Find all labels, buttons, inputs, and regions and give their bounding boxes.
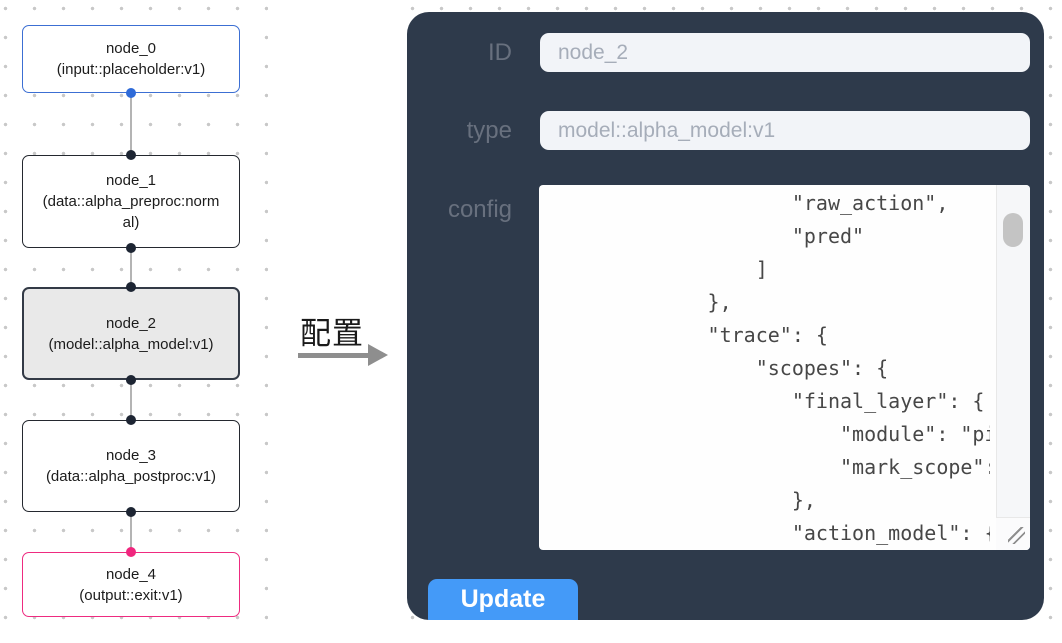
- right-arrow-head-icon: [368, 344, 388, 366]
- type-field-label: type: [466, 117, 512, 144]
- id-field-label: ID: [488, 39, 512, 66]
- node-type: (output::exit:v1): [79, 586, 183, 604]
- port-node2-input[interactable]: [126, 282, 136, 292]
- config-json-text[interactable]: "raw_action", "pred" ] }, "trace": { "sc…: [707, 191, 990, 545]
- port-node2-output[interactable]: [126, 375, 136, 385]
- node-type: (input::placeholder:v1): [56, 61, 206, 78]
- graph-node-0[interactable]: node_0 (input::placeholder:v1): [22, 25, 240, 93]
- node-id: node_2: [105, 314, 157, 332]
- edge-node1-node2: [130, 248, 132, 287]
- node-id: node_4: [105, 565, 157, 583]
- port-node4-input[interactable]: [126, 547, 136, 557]
- port-node0-output[interactable]: [126, 88, 136, 98]
- node-config-panel: ID type config "raw_action", "pred" ] },…: [407, 12, 1044, 620]
- graph-node-4[interactable]: node_4 (output::exit:v1): [22, 552, 240, 617]
- id-input[interactable]: [540, 33, 1030, 72]
- node-label: node_2 (model::alpha_model:v1): [40, 313, 222, 355]
- type-input[interactable]: [540, 111, 1030, 150]
- node-label: node_0 (input::placeholder:v1): [40, 38, 222, 80]
- config-textarea[interactable]: "raw_action", "pred" ] }, "trace": { "sc…: [539, 185, 1030, 550]
- node-type: (data::alpha_postproc:v1): [45, 468, 217, 485]
- node-label: node_3 (data::alpha_postproc:v1): [40, 445, 222, 487]
- edge-node2-node3: [130, 380, 132, 420]
- config-field-label: config: [447, 196, 512, 223]
- graph-node-2-selected[interactable]: node_2 (model::alpha_model:v1): [22, 287, 240, 380]
- configure-label: 配置: [300, 316, 364, 351]
- node-id: node_0: [105, 40, 157, 57]
- config-scrollbar[interactable]: [996, 185, 1030, 550]
- scrollbar-thumb[interactable]: [1003, 213, 1023, 247]
- graph-canvas[interactable]: node_0 (input::placeholder:v1) node_1 (d…: [0, 0, 268, 643]
- port-node1-output[interactable]: [126, 243, 136, 253]
- node-label: node_4 (output::exit:v1): [40, 564, 222, 606]
- update-button[interactable]: Update: [428, 579, 578, 620]
- node-type: (data::alpha_preproc:normal): [42, 193, 220, 231]
- port-node3-output[interactable]: [126, 507, 136, 517]
- port-node3-input[interactable]: [126, 415, 136, 425]
- right-arrow-icon: [298, 353, 370, 358]
- node-id: node_3: [105, 447, 157, 464]
- port-node1-input[interactable]: [126, 150, 136, 160]
- edge-node0-node1: [130, 93, 132, 155]
- node-id: node_1: [105, 172, 157, 189]
- scrollbar-corner: [996, 517, 1030, 550]
- node-label: node_1 (data::alpha_preproc:normal): [40, 170, 222, 233]
- node-type: (model::alpha_model:v1): [48, 335, 214, 353]
- edge-node3-node4: [130, 512, 132, 552]
- resize-handle-icon[interactable]: [1008, 527, 1025, 544]
- graph-node-3[interactable]: node_3 (data::alpha_postproc:v1): [22, 420, 240, 512]
- graph-node-1[interactable]: node_1 (data::alpha_preproc:normal): [22, 155, 240, 248]
